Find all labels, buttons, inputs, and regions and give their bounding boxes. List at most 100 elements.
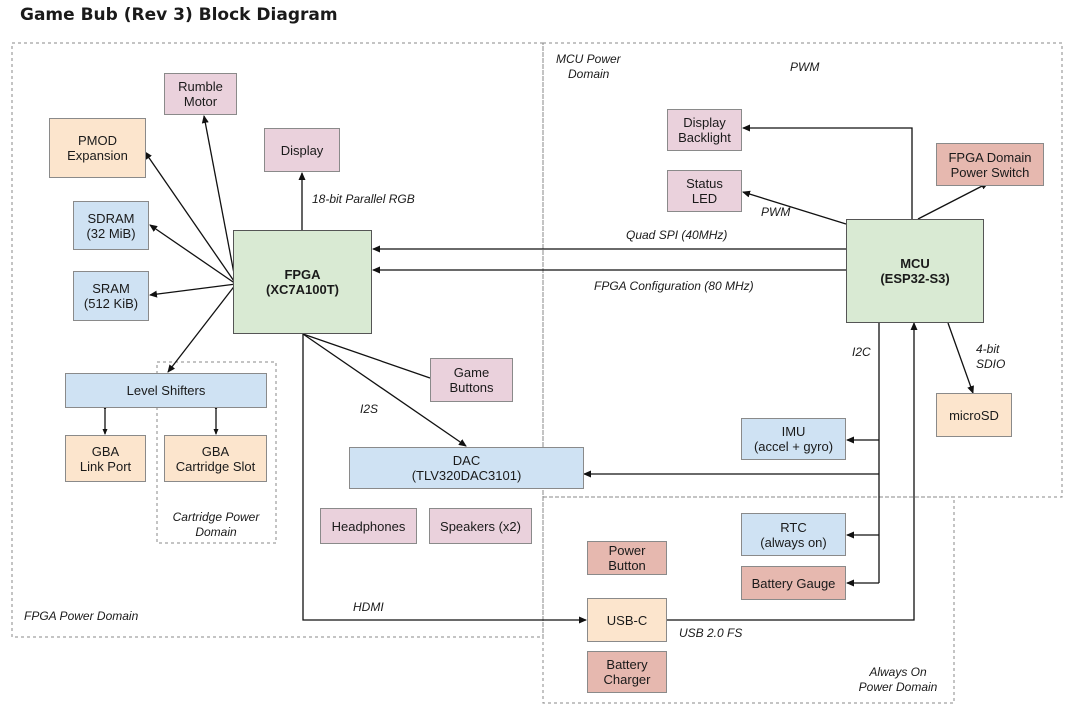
link-fpga-game-buttons xyxy=(302,333,431,379)
domain-label-mcu-pwm-text: PWM xyxy=(790,60,820,74)
block-rumble-motor-line1: Rumble xyxy=(178,79,223,94)
block-pmod-expansion-line1: PMOD xyxy=(78,133,117,148)
block-sram-line1: SRAM xyxy=(92,281,130,296)
block-battery-charger-line1: Battery xyxy=(606,657,648,672)
block-status-led-line1: Status xyxy=(686,176,723,191)
fpga-power-domain-region xyxy=(11,42,544,638)
block-mcu-line2: (ESP32-S3) xyxy=(880,271,950,286)
domain-label-fpga-text: FPGA Power Domain xyxy=(24,609,139,623)
link-label-usb: USB 2.0 FS xyxy=(679,626,743,640)
block-rtc: RTC (always on) xyxy=(741,513,846,556)
block-rumble-motor-line2: Motor xyxy=(183,94,218,109)
block-sdram: SDRAM (32 MiB) xyxy=(73,201,149,250)
block-fpga-domain-power-switch-line1: FPGA Domain xyxy=(948,149,1032,165)
block-microsd-line1: microSD xyxy=(949,407,999,423)
domain-label-fpga: FPGA Power Domain xyxy=(24,609,138,624)
arrow-mcu-display-backlight xyxy=(742,124,913,219)
block-display-backlight-line1: Display xyxy=(683,115,726,130)
domain-label-cartridge-line2: Domain xyxy=(195,525,237,539)
link-label-sdio: 4-bit SDIO xyxy=(976,342,1005,372)
block-battery-charger: Battery Charger xyxy=(587,651,667,693)
link-label-parallel-rgb: 18-bit Parallel RGB xyxy=(312,192,415,206)
domain-label-always-on-line1: Always On xyxy=(869,665,927,679)
block-dac-line2: (TLV320DAC3101) xyxy=(411,468,522,483)
domain-label-mcu-pwm: PWM xyxy=(790,60,819,75)
block-sdram-line2: (32 MiB) xyxy=(86,225,136,241)
link-label-hdmi: HDMI xyxy=(353,600,384,614)
block-fpga-domain-power-switch: FPGA Domain Power Switch xyxy=(936,143,1044,186)
block-display-backlight-line2: Backlight xyxy=(678,130,731,145)
block-sdram-line1: SDRAM xyxy=(87,210,135,226)
block-game-buttons: Game Buttons xyxy=(430,358,513,402)
block-power-button-line2: Button xyxy=(608,558,646,573)
arrow-mcu-microsd xyxy=(947,322,974,394)
link-label-sdio-line2: SDIO xyxy=(976,357,1006,371)
link-label-fpga-config: FPGA Configuration (80 MHz) xyxy=(594,279,754,293)
domain-label-mcu: MCU Power Domain xyxy=(556,52,621,82)
block-dac-line1: DAC xyxy=(452,453,481,468)
link-label-i2c: I2C xyxy=(852,345,871,359)
block-imu: IMU (accel + gyro) xyxy=(741,418,846,460)
block-gba-cartridge-slot-line1: GBA xyxy=(201,443,230,459)
block-level-shifters-line1: Level Shifters xyxy=(126,383,206,398)
arrow-mcu-status-led xyxy=(742,190,847,225)
block-sram: SRAM (512 KiB) xyxy=(73,271,149,321)
block-rtc-line2: (always on) xyxy=(760,534,827,550)
arrow-fpga-rumble xyxy=(201,115,237,285)
block-display-backlight: Display Backlight xyxy=(667,109,742,151)
domain-label-always-on-line2: Power Domain xyxy=(858,680,938,694)
block-fpga-domain-power-switch-line2: Power Switch xyxy=(950,164,1030,180)
block-gba-cartridge-slot: GBA Cartridge Slot xyxy=(164,435,267,482)
block-headphones-line1: Headphones xyxy=(331,518,406,534)
block-display: Display xyxy=(264,128,340,172)
block-speakers: Speakers (x2) xyxy=(429,508,532,544)
domain-label-always-on: Always On Power Domain xyxy=(848,665,948,695)
domain-label-cartridge: Cartridge Power Domain xyxy=(158,510,274,540)
block-level-shifters: Level Shifters xyxy=(65,373,267,408)
block-microsd: microSD xyxy=(936,393,1012,437)
block-headphones: Headphones xyxy=(320,508,417,544)
block-gba-link-port-line1: GBA xyxy=(91,443,120,459)
link-label-quad-spi: Quad SPI (40MHz) xyxy=(626,228,728,242)
block-game-buttons-line2: Buttons xyxy=(449,380,494,395)
block-usbc-line1: USB-C xyxy=(606,612,648,628)
block-pmod-expansion: PMOD Expansion xyxy=(49,118,146,178)
arrow-fpga-sram xyxy=(149,283,237,298)
link-label-pwm: PWM xyxy=(761,205,791,219)
diagram-title: Game Bub (Rev 3) Block Diagram xyxy=(20,5,338,25)
block-fpga-line1: FPGA xyxy=(284,267,321,282)
arrow-fpga-dac xyxy=(302,333,467,447)
block-mcu-line1: MCU xyxy=(900,256,930,271)
block-imu-line2: (accel + gyro) xyxy=(753,439,834,454)
block-status-led-line2: LED xyxy=(691,191,718,206)
block-status-led: Status LED xyxy=(667,170,742,212)
block-sram-line2: (512 KiB) xyxy=(83,296,139,311)
arrow-fpga-pmod xyxy=(144,151,237,285)
block-battery-gauge: Battery Gauge xyxy=(741,566,846,600)
arrow-usbc-mcu-usb xyxy=(664,322,918,621)
block-fpga: FPGA (XC7A100T) xyxy=(233,230,372,334)
block-dac: DAC (TLV320DAC3101) xyxy=(349,447,584,489)
block-game-buttons-line1: Game xyxy=(453,365,490,380)
arrow-fpga-level-shifters xyxy=(167,283,237,373)
block-pmod-expansion-line2: Expansion xyxy=(67,148,128,163)
arrow-fpga-sdram xyxy=(149,224,237,285)
block-battery-charger-line2: Charger xyxy=(603,672,651,687)
block-gba-cartridge-slot-line2: Cartridge Slot xyxy=(175,458,256,474)
link-label-i2s: I2S xyxy=(360,402,379,416)
block-display-line1: Display xyxy=(280,142,324,158)
block-speakers-line1: Speakers (x2) xyxy=(440,518,521,534)
block-power-button: Power Button xyxy=(587,541,667,575)
domain-label-mcu-line1: MCU Power xyxy=(556,52,621,66)
link-label-sdio-line1: 4-bit xyxy=(976,342,1000,356)
block-usbc: USB-C xyxy=(587,598,667,642)
block-rtc-line1: RTC xyxy=(780,519,807,535)
block-rumble-motor: Rumble Motor xyxy=(164,73,237,115)
block-gba-link-port-line2: Link Port xyxy=(79,458,132,474)
domain-label-cartridge-line1: Cartridge Power xyxy=(172,510,260,524)
block-fpga-line2: (XC7A100T) xyxy=(266,282,339,297)
block-imu-line1: IMU xyxy=(781,424,806,439)
block-power-button-line1: Power xyxy=(608,543,646,558)
block-mcu: MCU (ESP32-S3) xyxy=(846,219,984,323)
